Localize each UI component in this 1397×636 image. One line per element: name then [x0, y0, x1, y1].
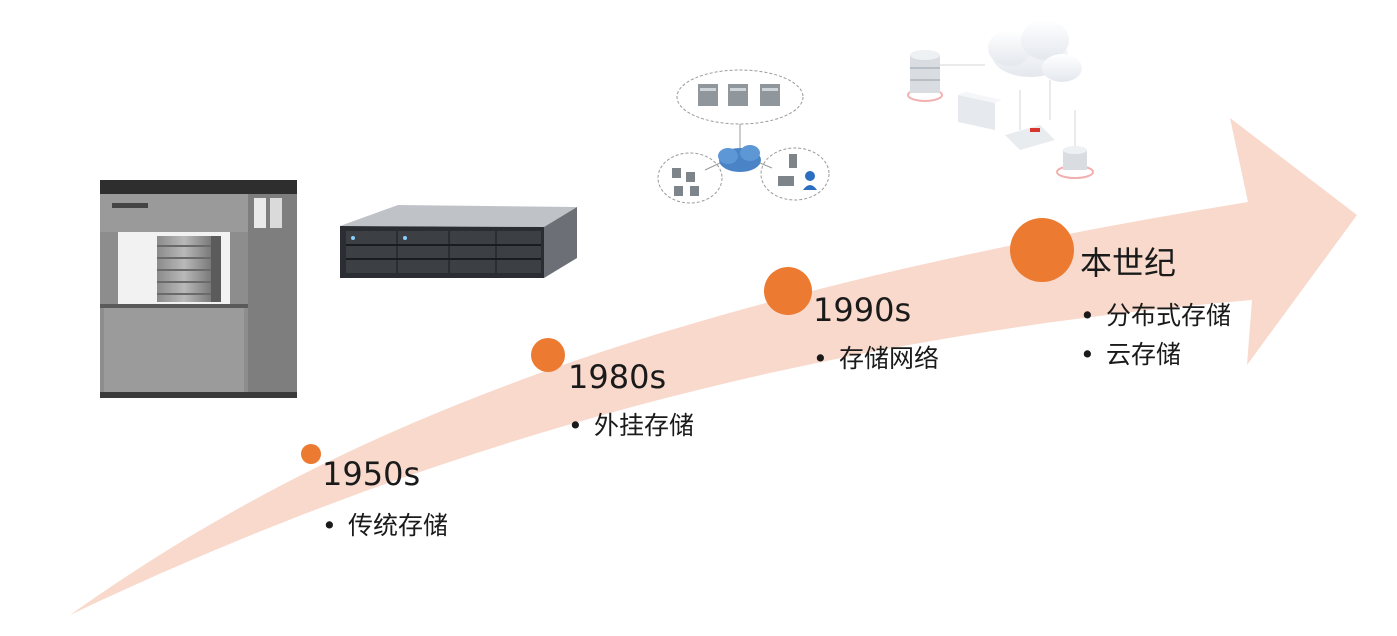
storage-network-icon: [658, 70, 829, 203]
rack-server-icon: [340, 205, 577, 278]
bullet-text: 云存储: [1106, 340, 1181, 369]
bullet-glyph: •: [1080, 303, 1106, 328]
era-title-1980s: 1980s: [568, 361, 666, 393]
era-title-present: 本世纪: [1080, 247, 1176, 279]
era-present-bullet-1: •分布式存储: [1080, 303, 1231, 328]
era-1950s-bullet-1: •传统存储: [322, 513, 448, 538]
milestone-dot-1990s: [764, 267, 812, 315]
era-title-1990s: 1990s: [813, 294, 911, 326]
era-1990s-bullet-1: •存储网络: [813, 346, 939, 371]
bullet-glyph: •: [813, 346, 839, 371]
era-present-bullet-2: •云存储: [1080, 342, 1181, 367]
milestone-dot-present: [1010, 218, 1074, 282]
era-title-1950s: 1950s: [322, 458, 420, 490]
cloud-storage-icon: [908, 20, 1093, 178]
bullet-text: 外挂存储: [594, 411, 694, 440]
bullet-text: 传统存储: [348, 511, 448, 540]
bullet-text: 存储网络: [839, 344, 939, 373]
bullet-text: 分布式存储: [1106, 301, 1231, 330]
era-1980s-bullet-1: •外挂存储: [568, 413, 694, 438]
milestone-dot-1980s: [531, 338, 565, 372]
milestone-dot-1950s: [301, 444, 321, 464]
bullet-glyph: •: [1080, 342, 1106, 367]
mainframe-storage-cabinet-icon: [100, 180, 297, 398]
bullet-glyph: •: [568, 413, 594, 438]
bullet-glyph: •: [322, 513, 348, 538]
